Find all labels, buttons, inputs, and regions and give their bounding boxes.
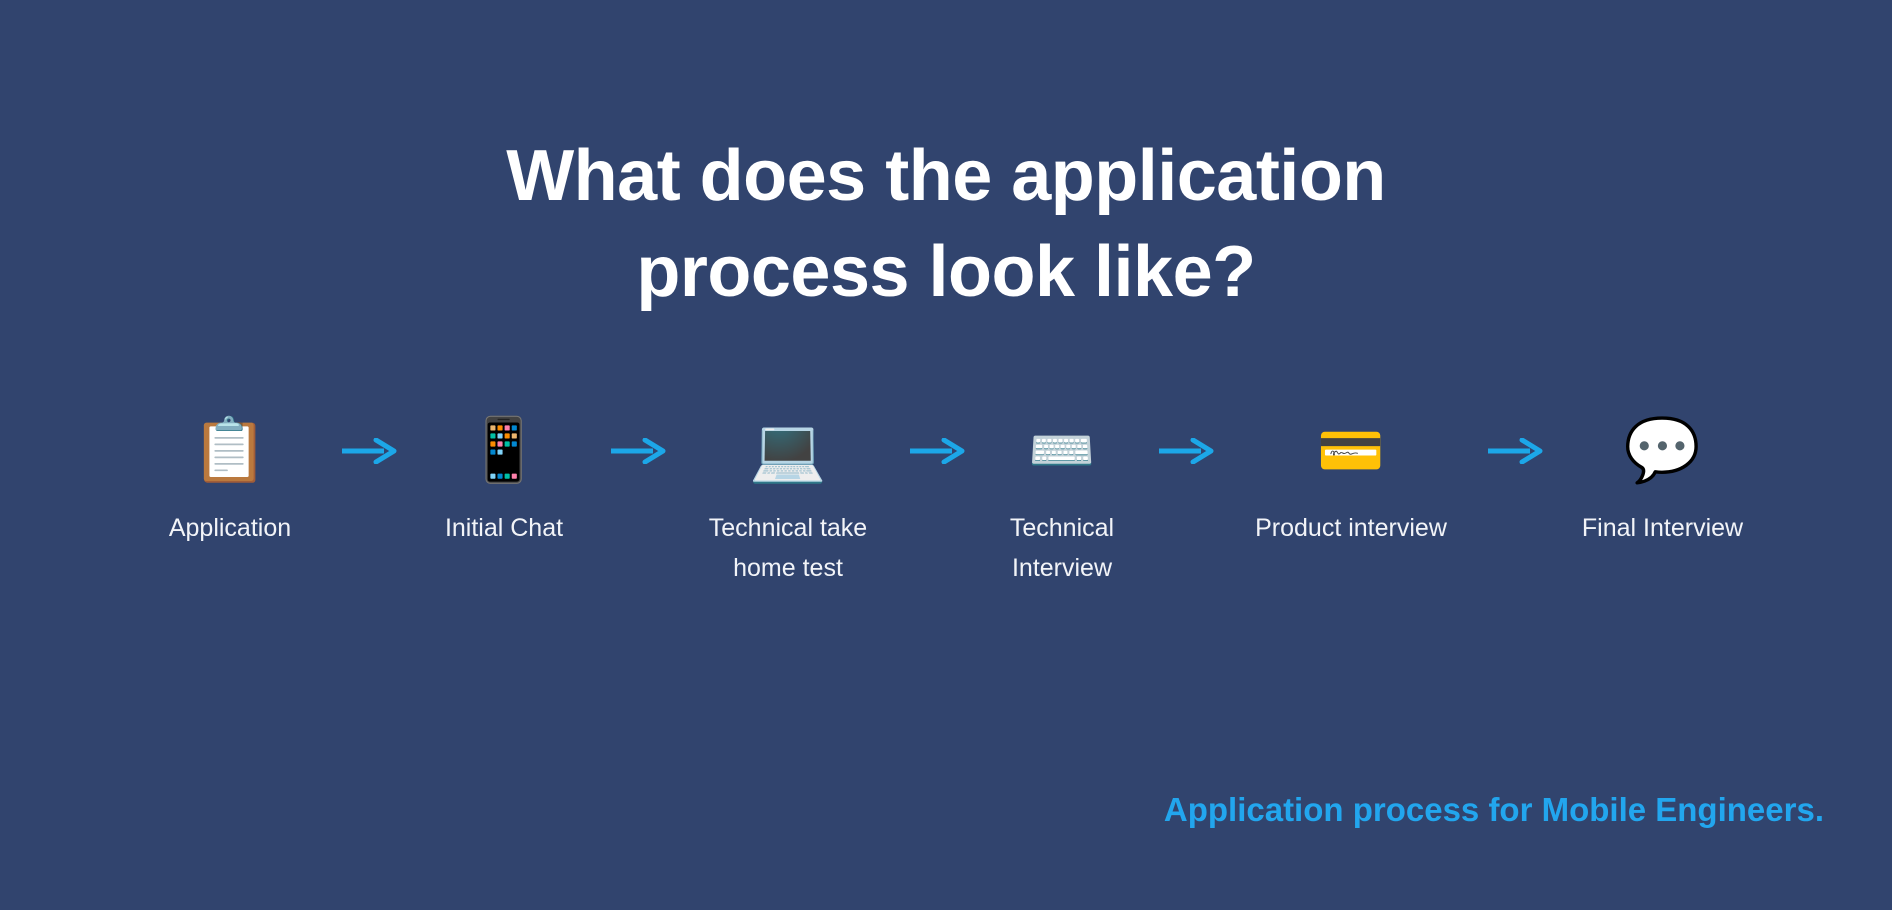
process-step-final-interview: 💬 Final Interview <box>1575 408 1750 548</box>
flow-arrow-1 <box>335 408 405 494</box>
process-step-label: Final Interview <box>1581 514 1744 542</box>
process-step-label: Technical Interview <box>1009 514 1115 582</box>
keyboard-icon: ⌨️ <box>1028 421 1096 481</box>
flow-arrow-4 <box>1152 408 1222 494</box>
flow-arrow-2 <box>604 408 674 494</box>
slide-caption: Application process for Mobile Engineers… <box>1163 791 1824 828</box>
process-step-label: Product interview <box>1255 514 1447 542</box>
clipboard-icon: 📋 <box>191 416 269 485</box>
mobile-phone-icon: 📱 <box>465 416 543 485</box>
right-arrow-icon <box>1158 438 1213 464</box>
process-step-application: 📋 Application <box>150 408 310 548</box>
process-step-technical-take-home-test: 💻 Technical take home test <box>698 408 878 588</box>
right-arrow-icon <box>610 438 665 464</box>
process-step-label: Initial Chat <box>444 514 564 542</box>
right-arrow-icon <box>909 438 964 464</box>
credit-card-icon: 💳 <box>1317 421 1385 481</box>
process-step-label: Application <box>168 514 292 542</box>
process-step-label: Technical take home test <box>708 514 868 582</box>
flow-arrow-5 <box>1481 408 1551 494</box>
flow-arrow-3 <box>903 408 973 494</box>
page-title: What does the application process look l… <box>0 128 1892 320</box>
process-step-initial-chat: 📱 Initial Chat <box>429 408 579 548</box>
process-step-product-interview: 💳 Product interview <box>1246 408 1456 548</box>
right-arrow-icon <box>1487 438 1542 464</box>
page-title-line-1: What does the application <box>506 136 1386 216</box>
page-title-line-2: process look like? <box>636 232 1256 312</box>
application-process-flow: 📋 Application 📱 Initial Chat 💻 Technical… <box>150 408 1750 588</box>
right-arrow-icon <box>341 438 396 464</box>
process-step-technical-interview: ⌨️ Technical Interview <box>997 408 1127 588</box>
speech-balloon-icon: 💬 <box>1623 416 1702 485</box>
laptop-icon: 💻 <box>749 416 827 485</box>
